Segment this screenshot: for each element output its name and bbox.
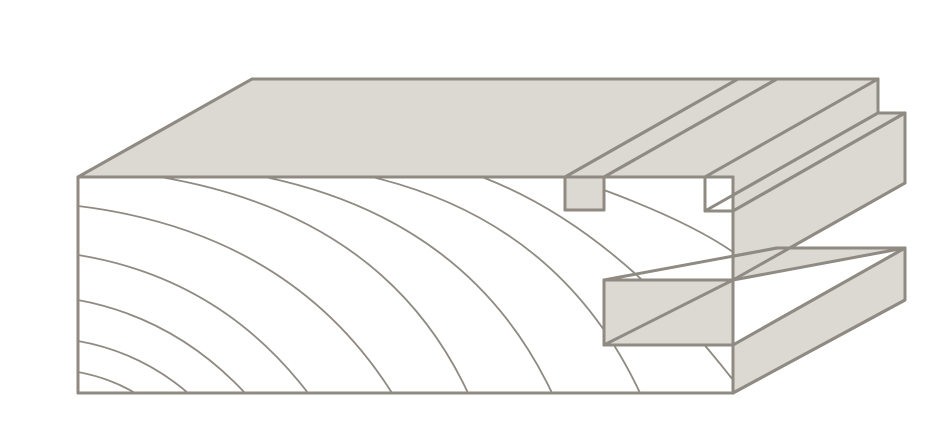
grain-ring-2 [78, 340, 189, 393]
step-edges [602, 111, 907, 347]
grain-ring-7 [264, 177, 553, 393]
grain-ring-4 [78, 254, 309, 393]
grain-ring-6 [159, 177, 469, 393]
grain-ring-8 [371, 177, 641, 393]
grain-ring-10 [603, 189, 733, 253]
wood-grain [78, 177, 733, 393]
groove-wall-face [563, 175, 606, 212]
grain-ring-5 [78, 205, 393, 393]
grain-ring-3 [78, 299, 246, 393]
board-top-back-edge [76, 77, 740, 179]
grain-ring-1 [78, 371, 136, 393]
